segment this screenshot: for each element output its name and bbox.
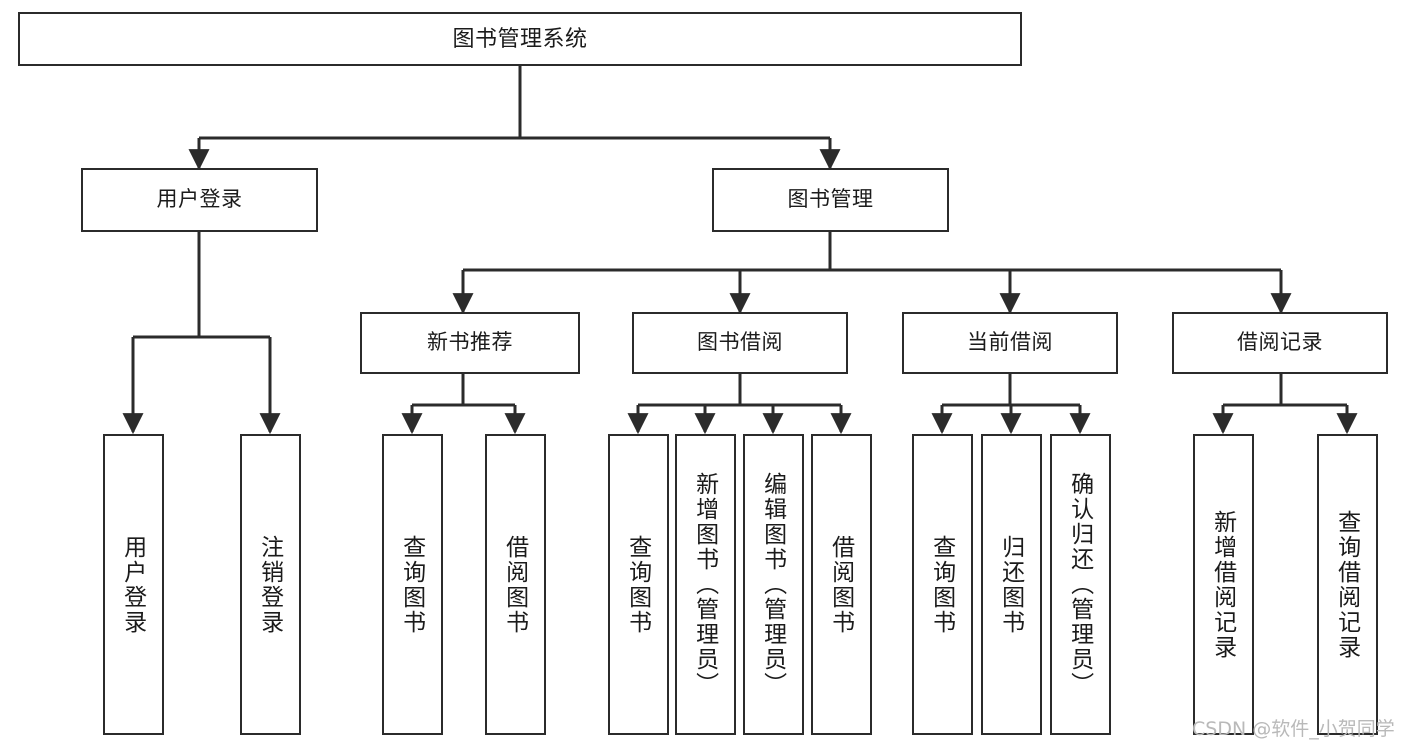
- node-label: 用户登录: [156, 188, 243, 212]
- node-user-login[interactable]: 用户登录: [81, 168, 318, 232]
- leaf-borrow-record-query[interactable]: 查询借阅记录: [1317, 434, 1378, 735]
- node-root-book-management-system[interactable]: 图书管理系统: [18, 12, 1022, 66]
- node-label: 新增借阅记录: [1210, 509, 1237, 660]
- node-book-borrow[interactable]: 图书借阅: [632, 312, 848, 374]
- leaf-borrow-record-add[interactable]: 新增借阅记录: [1193, 434, 1254, 735]
- node-label: 查询图书: [399, 534, 426, 635]
- node-label: 注销登录: [257, 534, 284, 635]
- leaf-book-borrow-query[interactable]: 查询图书: [608, 434, 669, 735]
- node-label: 当前借阅: [967, 331, 1053, 355]
- node-book-management[interactable]: 图书管理: [712, 168, 949, 232]
- leaf-current-borrow-query[interactable]: 查询图书: [912, 434, 973, 735]
- node-label: 新书推荐: [427, 331, 513, 355]
- leaf-new-book-borrow[interactable]: 借阅图书: [485, 434, 546, 735]
- node-label: 归还图书: [998, 534, 1025, 635]
- leaf-new-book-query[interactable]: 查询图书: [382, 434, 443, 735]
- node-new-book-recommend[interactable]: 新书推荐: [360, 312, 580, 374]
- node-label: 借阅图书: [502, 534, 529, 635]
- node-borrow-record[interactable]: 借阅记录: [1172, 312, 1388, 374]
- leaf-book-borrow-add[interactable]: 新增图书（管理员）: [675, 434, 736, 735]
- node-label: 用户登录: [120, 534, 147, 635]
- leaf-current-borrow-return[interactable]: 归还图书: [981, 434, 1042, 735]
- node-label: 确认归还（管理员）: [1067, 472, 1094, 697]
- node-label: 图书管理系统: [452, 25, 588, 51]
- node-label: 借阅记录: [1237, 331, 1323, 355]
- node-label: 图书借阅: [697, 331, 783, 355]
- leaf-book-borrow-borrow[interactable]: 借阅图书: [811, 434, 872, 735]
- node-label: 查询借阅记录: [1334, 509, 1361, 660]
- node-label: 图书管理: [787, 188, 874, 212]
- node-label: 查询图书: [929, 534, 956, 635]
- node-label: 借阅图书: [828, 534, 855, 635]
- node-current-borrow[interactable]: 当前借阅: [902, 312, 1118, 374]
- node-label: 查询图书: [625, 534, 652, 635]
- node-label: 编辑图书（管理员）: [760, 472, 787, 697]
- watermark: CSDN @软件_小贺同学: [1192, 718, 1395, 740]
- leaf-book-borrow-edit[interactable]: 编辑图书（管理员）: [743, 434, 804, 735]
- leaf-user-login-logout[interactable]: 注销登录: [240, 434, 301, 735]
- leaf-user-login-login[interactable]: 用户登录: [103, 434, 164, 735]
- leaf-current-borrow-confirm-return[interactable]: 确认归还（管理员）: [1050, 434, 1111, 735]
- node-label: 新增图书（管理员）: [692, 472, 719, 697]
